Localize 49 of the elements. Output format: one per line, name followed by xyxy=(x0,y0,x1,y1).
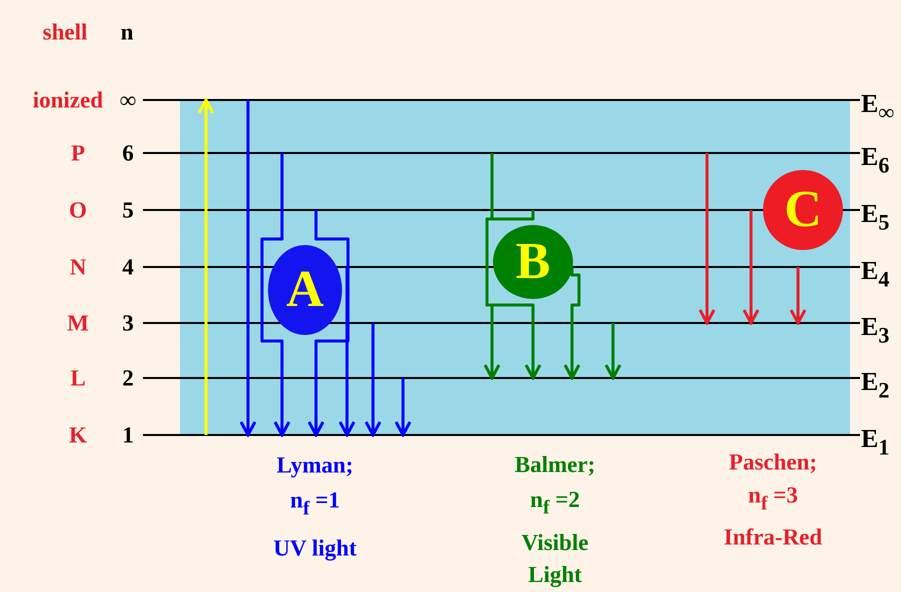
shell-label: L xyxy=(70,366,86,390)
energy-label: E$_{2}$ xyxy=(861,369,890,395)
energy-level-line xyxy=(143,377,860,379)
transition-arrow xyxy=(790,267,806,324)
shell-label: M xyxy=(67,312,89,334)
transition-arrow xyxy=(604,323,622,380)
shell-label: ionized xyxy=(32,88,103,112)
quantum-number: 5 xyxy=(122,198,134,222)
energy-level-line xyxy=(143,209,860,211)
series-caption: n$_{f}$ =2 xyxy=(530,486,580,516)
series-caption: Visible Light xyxy=(520,528,590,590)
transition-arrow xyxy=(394,378,412,436)
energy-level-line xyxy=(143,152,860,154)
transition-arrow xyxy=(486,210,542,380)
quantum-number: 1 xyxy=(122,424,134,446)
transition-arrow xyxy=(364,323,382,436)
shell-label: K xyxy=(69,424,87,446)
energy-level-line xyxy=(143,99,860,101)
series-caption: UV light xyxy=(273,536,357,560)
transition-arrow xyxy=(564,267,580,380)
energy-level-line xyxy=(143,322,860,324)
shell-label: P xyxy=(70,142,86,164)
quantum-number: 6 xyxy=(122,142,134,164)
energy-level-line xyxy=(143,434,860,436)
transition-arrow xyxy=(260,153,290,436)
transition-arrow xyxy=(698,153,716,324)
energy-label: E$_{4}$ xyxy=(861,258,890,284)
transition-arrow xyxy=(240,100,256,436)
quantum-number: n xyxy=(120,20,134,44)
transition-arrow xyxy=(484,153,500,380)
shell-label: O xyxy=(69,198,87,222)
series-letter: A xyxy=(286,264,324,316)
shell-label: shell xyxy=(42,20,88,44)
quantum-number: ∞ xyxy=(120,88,136,112)
energy-label: E$_{1}$ xyxy=(861,426,890,452)
transition-arrow xyxy=(742,210,760,324)
series-caption: Infra-Red xyxy=(724,526,822,548)
shell-label: N xyxy=(70,256,86,278)
transition-arrow xyxy=(308,210,350,436)
series-caption: Balmer; xyxy=(514,450,596,479)
transition-arrow xyxy=(198,98,214,435)
series-letter: C xyxy=(784,184,822,236)
series-letter: B xyxy=(516,236,550,288)
series-caption: Paschen; xyxy=(728,450,818,474)
series-caption: Lyman; xyxy=(276,454,354,476)
energy-label: E$_{∞}$ xyxy=(861,91,894,117)
quantum-number: 2 xyxy=(122,366,134,390)
quantum-number: 3 xyxy=(122,312,134,334)
quantum-number: 4 xyxy=(122,256,134,278)
